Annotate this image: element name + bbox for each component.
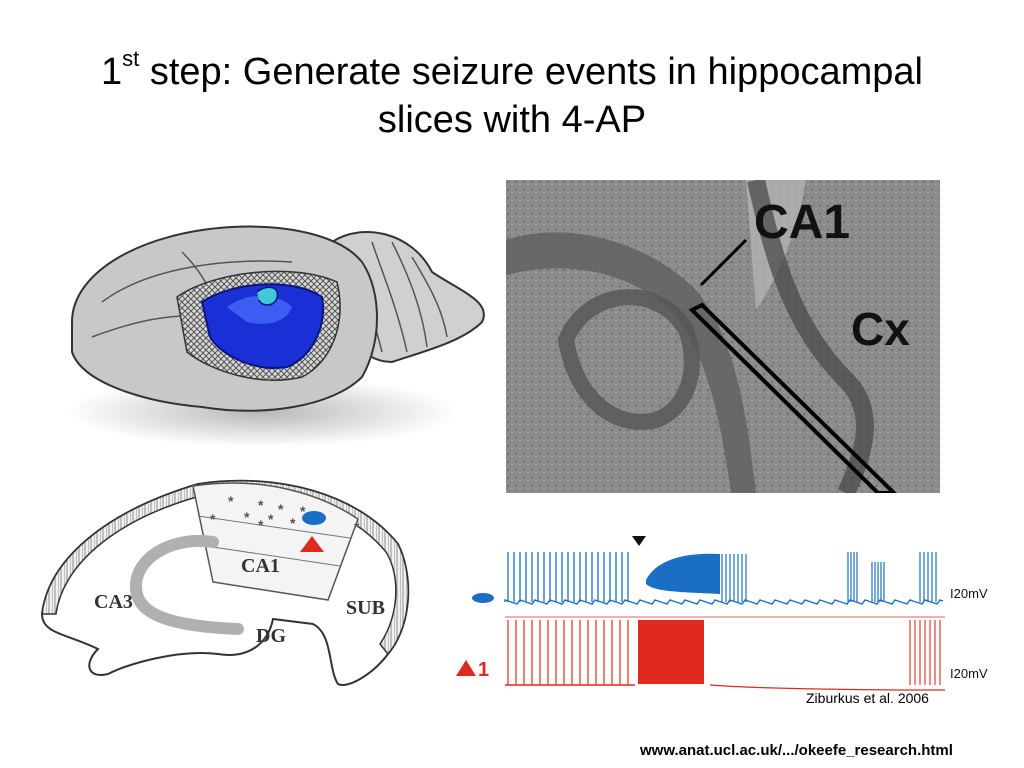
slide-title: 1st step: Generate seizure events in hip… bbox=[40, 48, 984, 144]
svg-text:*: * bbox=[258, 517, 264, 533]
hippocampus-micrograph: CA1 Cx bbox=[506, 180, 940, 493]
schematic-label-sub: SUB bbox=[346, 597, 385, 619]
svg-text:*: * bbox=[228, 493, 234, 509]
source-url[interactable]: www.anat.ucl.ac.uk/.../okeefe_research.h… bbox=[640, 742, 953, 759]
micrograph-label-ca1: CA1 bbox=[754, 196, 850, 249]
title-line-2: slices with 4-AP bbox=[377, 99, 647, 141]
svg-text:*: * bbox=[268, 511, 274, 527]
svg-text:*: * bbox=[258, 497, 264, 513]
micrograph-label-cx: Cx bbox=[851, 303, 910, 355]
svg-text:*: * bbox=[244, 509, 250, 525]
scale-bar-bottom: I20mV bbox=[950, 666, 988, 681]
citation: Ziburkus et al. 2006 bbox=[806, 690, 929, 706]
recording-traces: 1 I20mV I20mV bbox=[450, 522, 1010, 696]
pyramidal-trace bbox=[505, 616, 946, 691]
brain-illustration bbox=[62, 212, 502, 447]
svg-text:*: * bbox=[210, 511, 216, 527]
stimulus-marker-icon bbox=[632, 536, 646, 546]
title-line-1: 1st step: Generate seizure events in hip… bbox=[40, 48, 984, 96]
scale-bar-top: I20mV bbox=[950, 586, 988, 601]
title-step-number: 1 bbox=[101, 51, 123, 93]
svg-text:*: * bbox=[278, 501, 284, 517]
svg-text:*: * bbox=[354, 519, 360, 535]
title-step-suffix: st bbox=[122, 46, 140, 71]
svg-text:*: * bbox=[300, 503, 306, 519]
schematic-label-dg: DG bbox=[256, 625, 286, 647]
svg-text:*: * bbox=[290, 515, 296, 531]
interneuron-marker-icon bbox=[472, 593, 494, 603]
title-line-1-rest: step: Generate seizure events in hippoca… bbox=[139, 51, 923, 93]
schematic-label-ca1: CA1 bbox=[241, 555, 280, 577]
pyramidal-cell-label: 1 bbox=[478, 659, 489, 681]
hippocampus-schematic: *** *** *** * CA1 CA3 DG SUB bbox=[28, 474, 420, 696]
schematic-label-ca3: CA3 bbox=[94, 591, 133, 613]
pyramidal-marker-icon bbox=[456, 660, 476, 676]
interneuron-trace bbox=[504, 552, 944, 605]
